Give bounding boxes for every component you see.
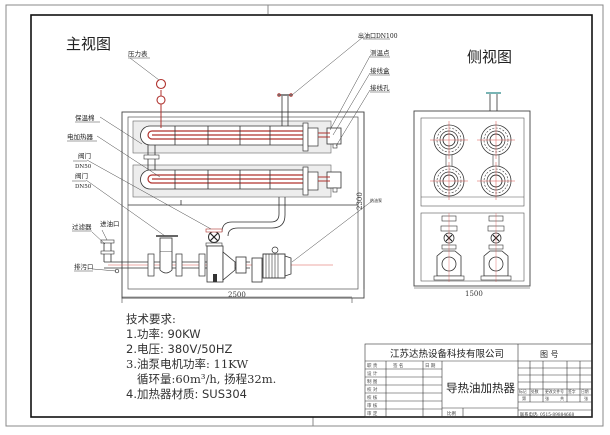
label-pressure-gauge: 压力表 <box>128 49 148 58</box>
side-frame <box>413 110 531 287</box>
outlet-pipe <box>277 93 293 126</box>
sheet-label: 张 <box>545 395 550 402</box>
pressure-gauge <box>155 78 167 128</box>
revision-header: 更改文件号 <box>545 389 564 394</box>
product-name: 导热油加热器 <box>446 381 515 395</box>
label-valve-2: 阀门 <box>75 171 88 180</box>
tech-item: 3.油泵电机功率: 11KW <box>126 357 249 371</box>
side-pump-section <box>420 212 525 282</box>
role-label: 审 定 <box>367 410 378 417</box>
flange <box>430 162 468 200</box>
dim-front-height: 2300 <box>356 192 364 210</box>
pump-assembly <box>100 228 333 283</box>
tech-item: 4.加热器材质: SUS304 <box>126 387 247 401</box>
front-labels: 压力表 保温棉 电加热器 阀门 DN50 阀门 DN50 过滤器 进油口 排污口… <box>67 32 398 271</box>
revision-header: 日期 <box>581 389 589 394</box>
label-valve-1-size: DN50 <box>75 164 92 170</box>
label-temp-point: 测温点 <box>370 48 390 57</box>
title-block-rows: 职 责 签 名 日 期设 计制 图校 对校 核审 核审 定 <box>365 362 442 417</box>
u-connector <box>143 145 160 170</box>
label-drain: 排污口 <box>74 262 94 271</box>
revision-header: 标记 <box>519 389 527 394</box>
label-valve-1: 阀门 <box>78 151 91 160</box>
side-pump <box>433 213 465 282</box>
heater-tube-upper <box>140 125 318 146</box>
tech-title: 技术要求: <box>126 312 176 326</box>
title-block <box>364 343 593 418</box>
junction-boxes <box>318 127 342 193</box>
heater-tube-lower <box>140 169 318 190</box>
front-view: 2500 2300 压力表 保温棉 电加热器 阀门 DN50 <box>67 32 398 303</box>
dim-front-width: 2500 <box>228 291 246 299</box>
return-pipe <box>180 197 280 233</box>
flange <box>477 162 515 200</box>
role-label: 审 核 <box>367 402 378 409</box>
role-label: 设 计 <box>367 370 378 377</box>
technical-requirements: 技术要求: 1.功率: 90KW 2.电压: 380V/50HZ 3.油泵电机功… <box>126 312 276 402</box>
side-heater-section <box>420 117 525 207</box>
sheet-outer-border <box>5 4 604 427</box>
tech-item: 2.电压: 380V/50HZ <box>126 342 233 356</box>
pump-section-frame <box>127 204 359 290</box>
return-pipe-inner <box>227 197 286 237</box>
role-label: 制 图 <box>367 378 378 385</box>
role-header: 职 责 <box>367 362 378 369</box>
label-insulation: 保温棉 <box>75 113 95 122</box>
leader-lines <box>85 36 373 272</box>
drawing-frame <box>30 14 593 418</box>
tech-item: 1.功率: 90KW <box>126 327 201 341</box>
heater-flanges <box>302 122 319 196</box>
company-name: 江苏达热设备科技有限公司 <box>390 348 504 360</box>
drawing-number-label: 图 号 <box>540 350 559 359</box>
title-block-revision-rows: 标记处数 更改文件号签字日期第 张 共 张 <box>518 367 592 402</box>
sheet-label: 张 <box>584 395 589 402</box>
sheet-label: 第 <box>522 395 526 402</box>
role-label: 校 对 <box>367 386 378 393</box>
side-flanges <box>430 121 515 200</box>
flange <box>477 121 515 159</box>
role-label: 校 核 <box>367 394 378 401</box>
label-junction-box: 接线盒 <box>370 66 390 75</box>
label-oil-inlet: 进油口 <box>100 219 120 228</box>
scale-label: 比例 <box>447 410 456 417</box>
contact-phone: 联系电话: 0515-89884668 <box>520 411 575 418</box>
revision-header: 签字 <box>568 389 576 394</box>
side-pump <box>480 213 512 282</box>
revision-header: 处数 <box>531 389 539 394</box>
side-view-title: 侧视图 <box>467 48 512 66</box>
flange <box>430 121 468 159</box>
side-view: 1500 <box>413 92 531 298</box>
dim-side-width: 1500 <box>465 290 483 298</box>
sheet-label: 共 <box>560 395 564 402</box>
label-valve-2-size: DN50 <box>75 184 92 190</box>
front-view-title: 主视图 <box>66 35 111 53</box>
role-header: 日 期 <box>425 363 436 369</box>
label-oil-outlet: 出油口DN100 <box>358 32 398 40</box>
label-underlines <box>67 38 390 272</box>
role-header: 签 名 <box>393 362 403 369</box>
tech-item: 循环量:60m³/h, 扬程32m. <box>126 372 277 386</box>
front-dimensions: 2500 2300 <box>121 112 365 303</box>
label-filter: 过滤器 <box>72 222 92 231</box>
side-pumps <box>433 213 512 282</box>
label-oil-pump: 热油泵 <box>370 197 382 203</box>
label-electric-heater: 电加热器 <box>67 132 94 141</box>
label-wiring-hole: 接线孔 <box>370 83 390 92</box>
